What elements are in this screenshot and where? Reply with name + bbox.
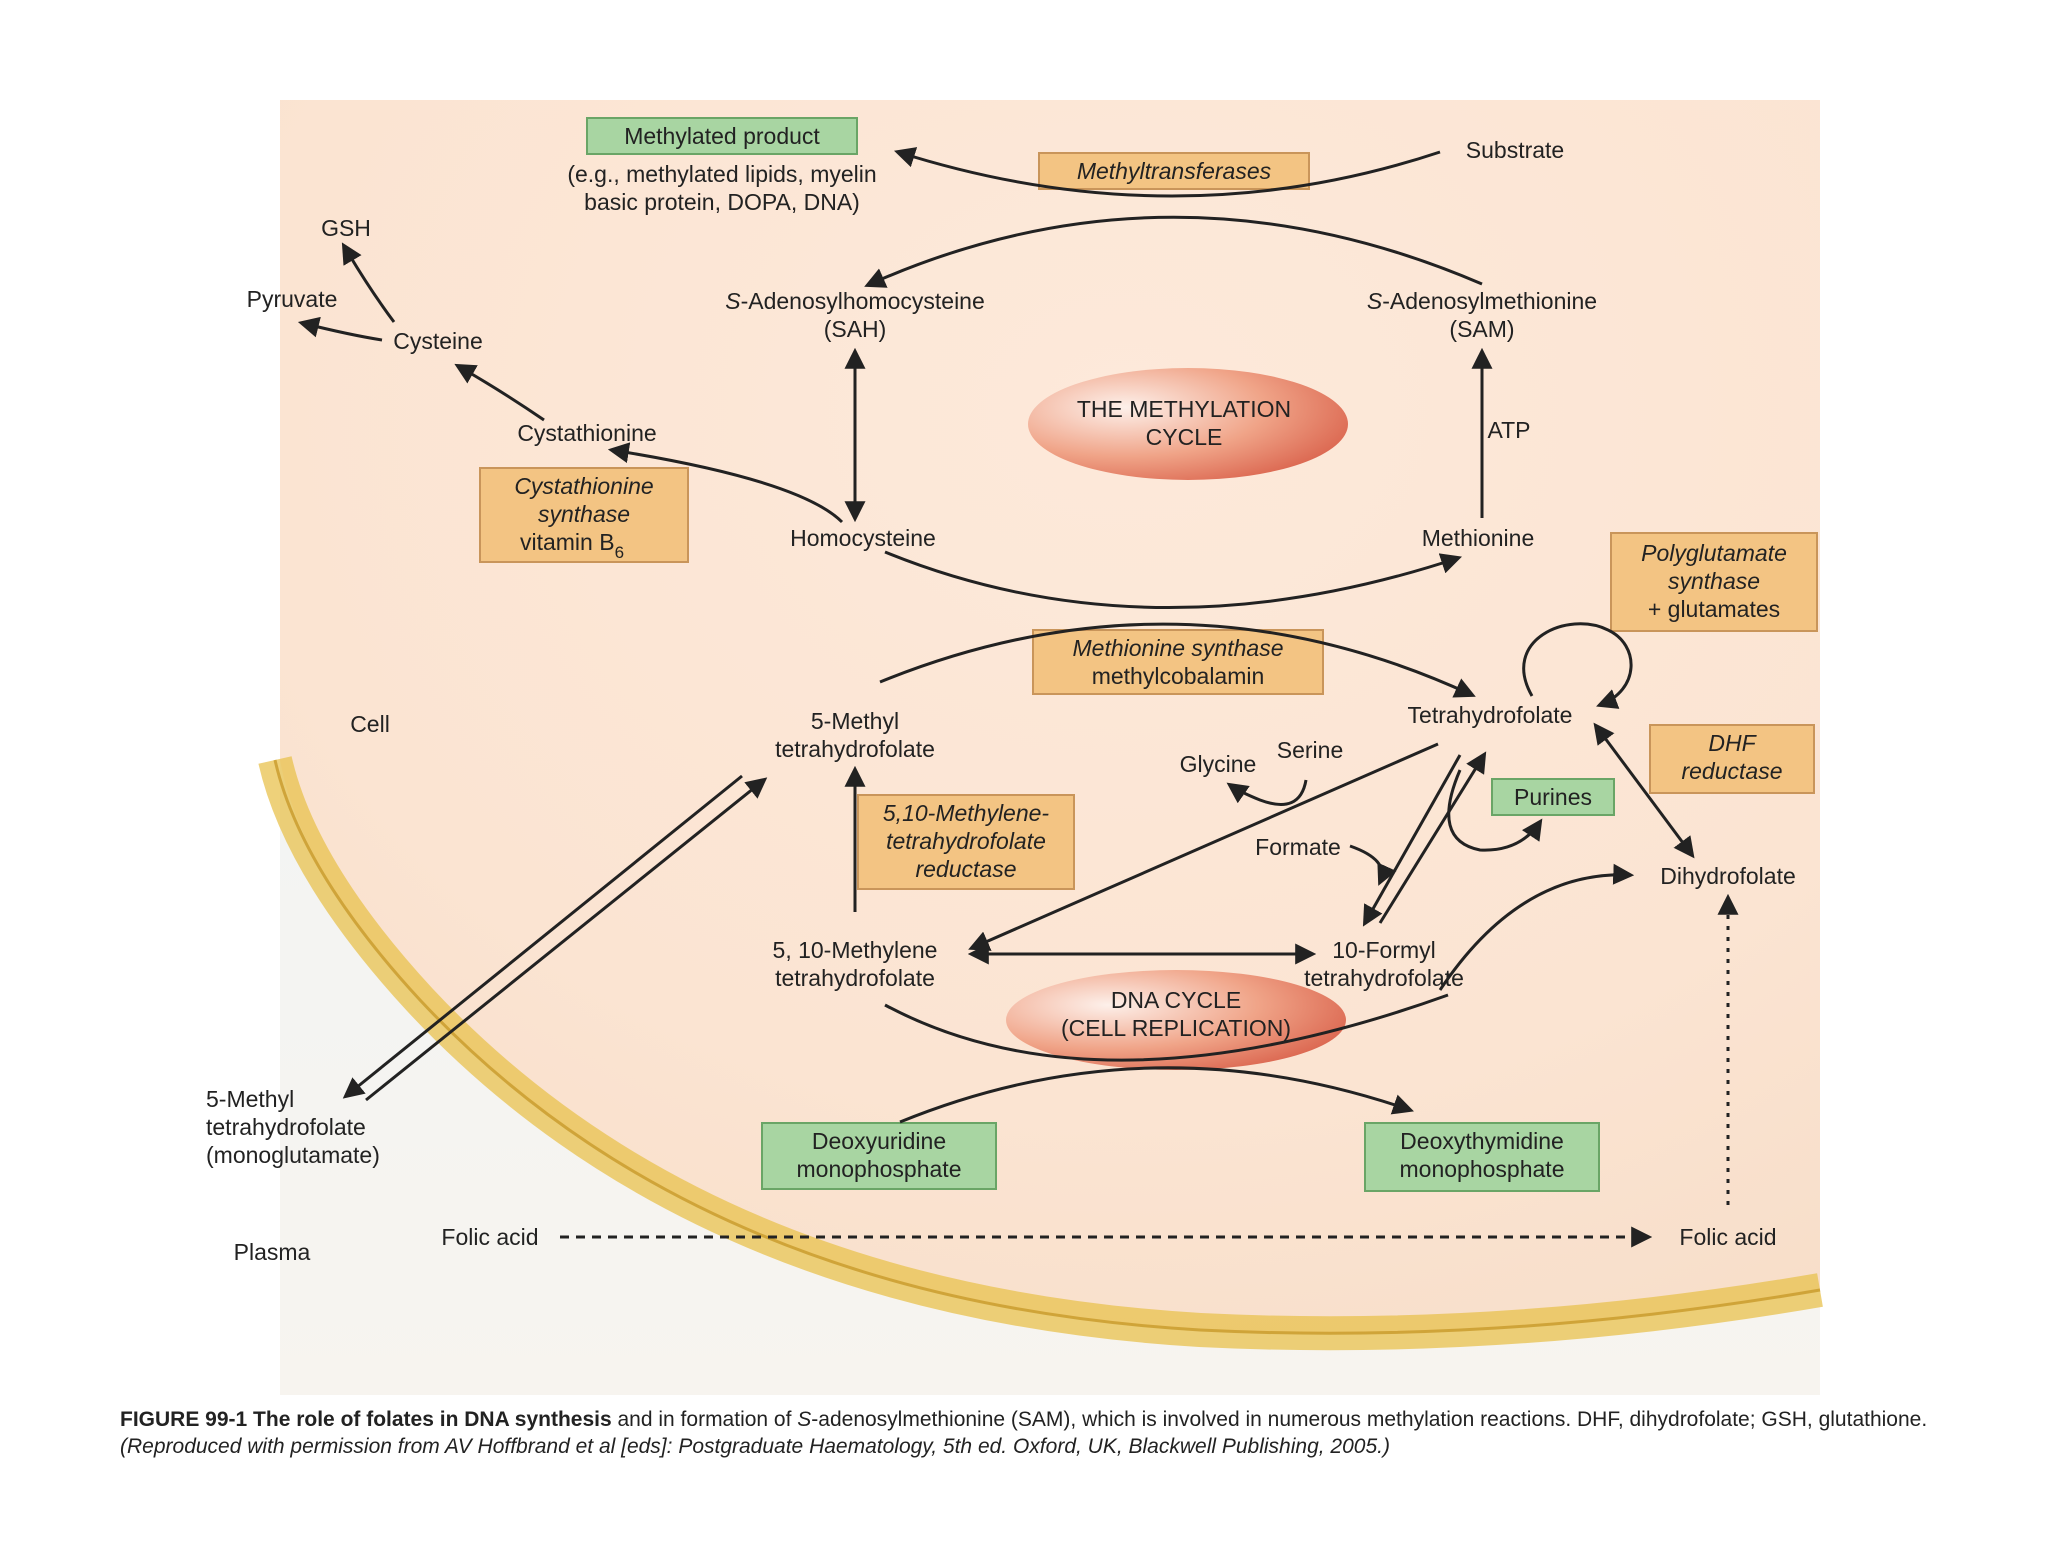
caption-text-1: and in formation of <box>611 1408 798 1431</box>
mthfr-label-1: 5,10-Methylene- <box>883 800 1050 826</box>
dtmp-label-1: Deoxythymidine <box>1400 1128 1564 1154</box>
cell-background <box>280 100 1820 1334</box>
folic-acid-cell-label: Folic acid <box>1679 1224 1776 1250</box>
methyltransferases-label: Methyltransferases <box>1077 158 1272 184</box>
caption-text-2: -adenosylmethionine (SAM), which is invo… <box>811 1408 1928 1431</box>
arrow-thf-to-formyl <box>1362 754 1462 927</box>
arrow-cystathionine-to-cysteine <box>454 363 545 422</box>
formyl-thf-label-2: tetrahydrofolate <box>1304 965 1464 991</box>
ms-label-1: Methionine synthase <box>1073 635 1284 661</box>
arrow-cysteine-to-pyruvate <box>297 316 383 342</box>
arrow-homocysteine-to-cystathionine <box>607 442 844 524</box>
dhfr-label-1: DHF <box>1708 730 1757 756</box>
formyl-thf-label-1: 10-Formyl <box>1332 937 1436 963</box>
arrow-plasma-to-cell-mthf <box>365 777 768 1102</box>
thf-label: Tetrahydrofolate <box>1408 702 1573 728</box>
methylated-product-box <box>586 117 858 155</box>
cystathionine-label: Cystathionine <box>517 420 656 446</box>
dna-cycle-label-2: (CELL REPLICATION) <box>1061 1015 1291 1041</box>
methylation-cycle-label-1: THE METHYLATION <box>1077 396 1291 422</box>
methylation-cycle-ellipse <box>1028 368 1348 480</box>
caption-s-italic: S <box>797 1408 812 1431</box>
pathway-arrows <box>297 147 1739 1248</box>
sah-abbr: (SAH) <box>824 316 887 342</box>
figure-caption: FIGURE 99-1 The role of folates in DNA s… <box>120 1406 1940 1460</box>
methionine-synthase-box <box>1032 629 1324 695</box>
purines-label: Purines <box>1514 784 1592 810</box>
arrow-methylthf-to-thf <box>879 622 1476 698</box>
serine-label: Serine <box>1277 737 1343 763</box>
formate-label: Formate <box>1255 834 1341 860</box>
homocysteine-label: Homocysteine <box>790 525 936 551</box>
dtmp-box <box>1364 1122 1600 1192</box>
mthfr-box <box>857 794 1075 890</box>
pgs-label-2: synthase <box>1668 568 1760 594</box>
methyl-thf-label-2: tetrahydrofolate <box>775 736 935 762</box>
atp-label: ATP <box>1487 417 1530 443</box>
dihydrofolate-label: Dihydrofolate <box>1660 863 1796 889</box>
arrow-serine-to-glycine <box>1226 779 1308 806</box>
dhfr-label-2: reductase <box>1681 758 1782 784</box>
methionine-label: Methionine <box>1422 525 1535 551</box>
arrow-dna-cycle-to-dihydrofolate <box>1438 863 1635 991</box>
cbs-label-2: synthase <box>538 501 630 527</box>
arrow-thf-dihydrofolate <box>1593 722 1695 859</box>
arrow-formyl-to-thf <box>1378 751 1487 924</box>
arrow-thf-to-purines <box>1447 769 1543 852</box>
polyglutamate-synthase-box <box>1610 532 1818 632</box>
dtmp-label-2: monophosphate <box>1400 1156 1565 1182</box>
substrate-label: Substrate <box>1466 137 1564 163</box>
arrow-thf-to-methylene <box>968 742 1439 951</box>
cysteine-label: Cysteine <box>393 328 482 354</box>
cell-membrane-line <box>273 759 1821 1335</box>
pyruvate-label: Pyruvate <box>247 286 338 312</box>
methylated-examples-line1: (e.g., methylated lipids, myelin <box>567 161 876 187</box>
pgs-label-1: Polyglutamate <box>1641 540 1787 566</box>
gsh-label: GSH <box>321 215 371 241</box>
mthfr-label-3: reductase <box>915 856 1016 882</box>
caption-figure-number: FIGURE 99-1 <box>120 1408 248 1431</box>
arrow-sam-to-sah <box>864 215 1483 288</box>
arrow-polyglutamate-loop <box>1522 622 1633 709</box>
dump-box <box>761 1122 997 1190</box>
methylene-thf-label-2: tetrahydrofolate <box>775 965 935 991</box>
arrow-cysteine-to-gsh <box>341 242 396 323</box>
arrow-cell-to-plasma-mthf <box>342 774 743 1099</box>
sam-label: S-Adenosylmethionine <box>1367 288 1597 314</box>
methylated-product-label: Methylated product <box>624 123 820 149</box>
dump-label-2: monophosphate <box>797 1156 962 1182</box>
cbs-label-3: vitamin B6 <box>520 529 624 562</box>
caption-bold-lead: The role of folates in DNA synthesis <box>253 1408 612 1431</box>
caption-credit: (Reproduced with permission from AV Hoff… <box>120 1435 1390 1458</box>
folic-acid-plasma-label: Folic acid <box>441 1224 538 1250</box>
dump-label-1: Deoxyuridine <box>812 1128 946 1154</box>
plasma-mthf-label-2: tetrahydrofolate <box>206 1114 366 1140</box>
plasma-mthf-label-3: (monoglutamate) <box>206 1142 380 1168</box>
ms-label-2: methylcobalamin <box>1092 663 1265 689</box>
arrow-substrate-to-methylated-product <box>893 147 1441 198</box>
mthfr-label-2: tetrahydrofolate <box>886 828 1046 854</box>
dna-cycle-label-1: DNA CYCLE <box>1111 987 1241 1013</box>
arrow-formate-to-formyl <box>1349 844 1397 886</box>
plasma-label: Plasma <box>234 1239 311 1265</box>
methylated-examples-line2: basic protein, DOPA, DNA) <box>584 189 860 215</box>
arrow-dna-cycle-lower-arc <box>884 993 1449 1062</box>
methylene-thf-label-1: 5, 10-Methylene <box>773 937 938 963</box>
pgs-label-3: + glutamates <box>1648 596 1780 622</box>
glycine-label: Glycine <box>1180 751 1257 777</box>
cbs-label-1: Cystathionine <box>514 473 653 499</box>
methyltransferases-box <box>1038 152 1310 190</box>
methylation-cycle-label-2: CYCLE <box>1146 424 1223 450</box>
dna-cycle-ellipse <box>1006 970 1346 1070</box>
cell-label: Cell <box>350 711 390 737</box>
plasma-mthf-label-1: 5-Methyl <box>206 1086 294 1112</box>
cystathionine-synthase-box <box>479 467 689 563</box>
arrow-dump-to-dtmp <box>899 1066 1414 1124</box>
sah-label: S-Adenosylhomocysteine <box>725 288 985 314</box>
arrow-homocysteine-to-methionine <box>884 550 1462 610</box>
methyl-thf-label-1: 5-Methyl <box>811 708 899 734</box>
sam-abbr: (SAM) <box>1449 316 1514 342</box>
